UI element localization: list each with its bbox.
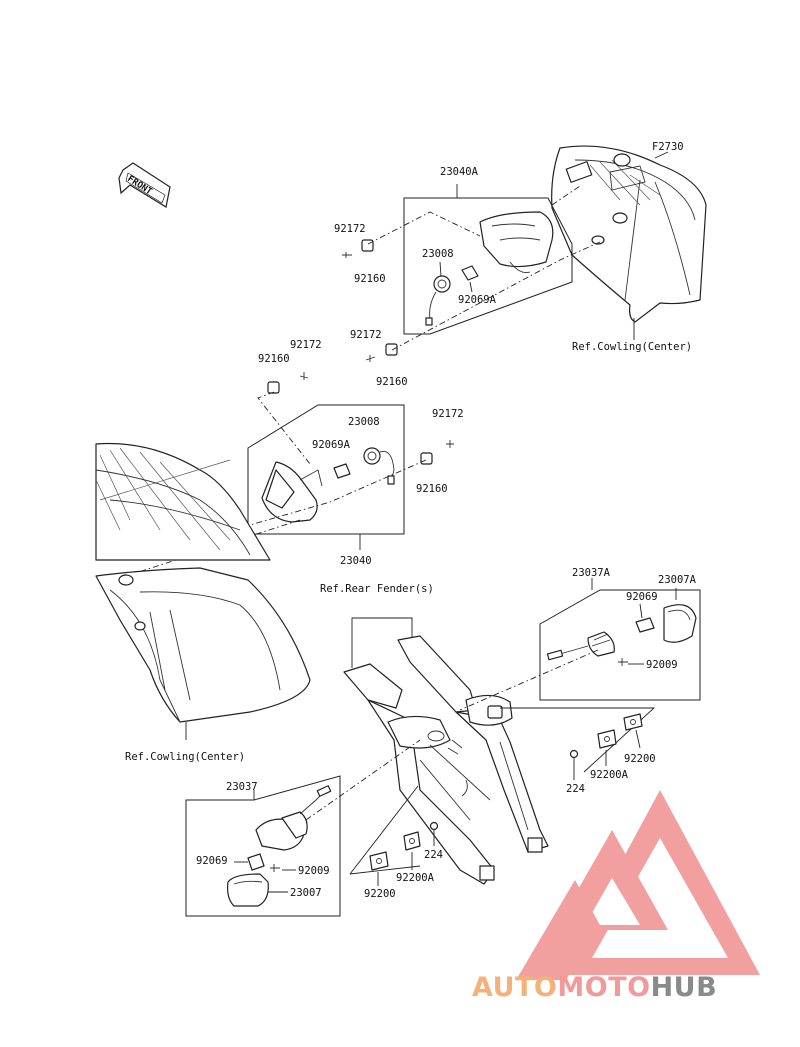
- fr-screw-bottom: 92172: [350, 329, 382, 341]
- cowling-right-upper: [551, 145, 707, 323]
- front-arrow-icon: FRONT: [118, 162, 171, 208]
- ref-rear-fender: Ref.Rear Fender(s): [320, 583, 434, 595]
- front-right-turn-signal: 23040A: [342, 166, 601, 362]
- fl-socket: 23008: [348, 416, 380, 428]
- watermark-text: AUTOMOTOHUB: [472, 972, 717, 1003]
- ref-cowling-top: Ref.Cowling(Center): [572, 341, 692, 353]
- watermark-logo: [516, 790, 760, 980]
- fl-screw-right: 92172: [432, 408, 464, 420]
- fr-nut-top: 92160: [354, 273, 386, 285]
- rr-screw: 92009: [646, 659, 678, 671]
- left-bracket-plates: [349, 785, 439, 875]
- rear-right-turn-signal: 23037A: [459, 567, 701, 711]
- fl-nut-top: 92160: [258, 353, 290, 365]
- rl-screw: 92009: [298, 865, 330, 877]
- rl-bulb: 92069: [196, 855, 228, 867]
- fr-screw-top: 92172: [334, 223, 366, 235]
- assy-front-right-label: 23040A: [440, 166, 479, 178]
- front-left-turn-signal: 23040: [119, 372, 454, 579]
- ref-cowling-left: Ref.Cowling(Center): [125, 751, 245, 763]
- rear-fender-bracket: [343, 635, 549, 885]
- rear-left-turn-signal: 23037: [185, 739, 421, 917]
- rr-bulb: 92069: [626, 591, 658, 603]
- assy-rear-right-label: 23037A: [572, 567, 611, 579]
- rb-plate: 92200: [624, 753, 656, 765]
- lb-plate: 92200: [364, 888, 396, 900]
- assy-rear-left-label: 23037: [226, 781, 258, 793]
- figure-code: F2730: [652, 141, 684, 153]
- rl-lens: 23007: [290, 887, 322, 899]
- assy-front-left-label: 23040: [340, 555, 372, 567]
- lb-bolt: 224: [424, 849, 443, 861]
- lb-plate-a: 92200A: [396, 872, 435, 884]
- rb-bolt: 224: [566, 783, 585, 795]
- fr-nut-bottom: 92160: [376, 376, 408, 388]
- fl-screw-top: 92172: [290, 339, 322, 351]
- fl-bulb: 92069A: [312, 439, 351, 451]
- right-bracket-plates: [500, 707, 656, 773]
- cowling-left: [95, 442, 311, 723]
- rb-plate-a: 92200A: [590, 769, 629, 781]
- fr-socket: 23008: [422, 248, 454, 260]
- rr-lens: 23007A: [658, 574, 697, 586]
- fr-bulb: 92069A: [458, 294, 497, 306]
- fl-nut-right: 92160: [416, 483, 448, 495]
